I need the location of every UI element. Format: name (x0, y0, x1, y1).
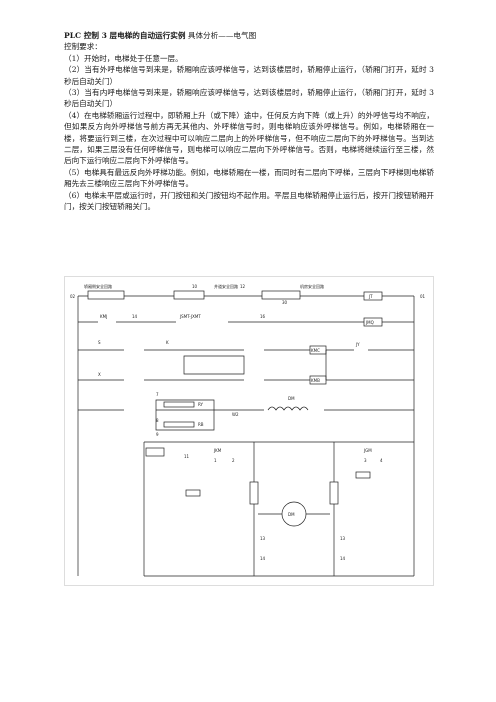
label-well-safety: 井道安全回路 (214, 283, 238, 289)
label-jmq: JMQ (365, 320, 374, 325)
label-n8: 8 (156, 418, 159, 423)
well-safety-block (173, 290, 205, 300)
label-n3: 3 (364, 458, 367, 463)
jmq-coil (363, 317, 383, 327)
label-x: X (98, 372, 101, 377)
label-kmc: KMC (311, 348, 320, 353)
title-rest: 具体分析——电气图 (185, 31, 257, 40)
room-safety-block (261, 290, 301, 300)
motor-branches (253, 442, 335, 576)
label-n02: 02 (70, 294, 76, 299)
requirement-item-4: （4）在电梯轿厢运行过程中，即轿厢上升（或下降）途中，任何反方向下降（或上升）的… (64, 110, 434, 166)
document-title: PLC 控制 3 层电梯的自动运行实例 具体分析——电气图 (64, 30, 434, 41)
requirement-item-6: （6）电梯未平层或运行时，开门按钮和关门按钮均不起作用。平层且电梯轿厢停止运行后… (64, 190, 434, 212)
door-frame (143, 441, 414, 577)
label-car-safety: 轿厢侧安全回路 (84, 283, 112, 289)
label-kmb: KMB (311, 378, 320, 383)
title-bold: PLC 控制 3 层电梯的自动运行实例 (64, 31, 186, 40)
label-kmj: KMJ (100, 314, 107, 319)
label-n1: 1 (214, 458, 217, 463)
rails (77, 296, 415, 576)
interlock-box (183, 355, 245, 375)
label-n10: 10 (192, 284, 198, 289)
label-n30: 30 (282, 300, 288, 305)
label-n13b: 13 (340, 536, 346, 541)
requirement-item-1: （1）开始时，电梯处于任意一层。 (64, 53, 183, 63)
label-n14c: 14 (340, 556, 346, 561)
label-jmt: JSMT-JXMT (179, 314, 201, 319)
jt-coil (363, 291, 383, 301)
right-switch (355, 471, 371, 479)
label-n11: 11 (184, 454, 190, 459)
label-jt: JT (368, 294, 373, 299)
label-jgm: JGM (363, 448, 372, 453)
label-s: S (98, 340, 101, 345)
label-room-safety: 机房安全回路 (300, 283, 324, 289)
label-jkm: JKM (213, 448, 222, 453)
label-n13: 13 (260, 536, 266, 541)
label-n16: 16 (260, 314, 266, 319)
requirement-item-2: （2）当有外呼电梯信号到来是，轿厢响应该呼梯信号，达到该楼层时，轿厢停止运行，（… (64, 65, 434, 86)
label-k: K (166, 340, 169, 345)
ry-resistor (163, 401, 195, 408)
label-n7: 7 (156, 392, 159, 397)
label-w2: W2 (232, 412, 239, 417)
requirement-item-3: （3）当有内呼电梯信号到来是，轿厢响应该呼梯信号，达到该楼层时，轿厢停止运行，（… (64, 88, 434, 109)
label-dm-motor: DM (288, 512, 295, 517)
requirements-heading: 控制要求： (64, 42, 102, 52)
resistor-box (155, 399, 215, 431)
left-resistor (249, 481, 259, 505)
label-dm: DM (288, 396, 295, 401)
label-rb: RB (198, 422, 204, 427)
label-jy: JY (355, 342, 360, 347)
label-n4: 4 (380, 458, 383, 463)
label-ry: RY (198, 402, 204, 407)
label-n12: 12 (240, 284, 246, 289)
label-n01: 01 (420, 294, 426, 299)
label-n2: 2 (232, 458, 235, 463)
dm-inductor (267, 406, 309, 411)
electrical-diagram: 轿厢侧安全回路 井道安全回路 机房安全回路 02 01 JT 10 12 30 … (64, 276, 434, 586)
rb-resistor (163, 421, 195, 428)
label-n9: 9 (156, 432, 159, 437)
circuit-svg: 轿厢侧安全回路 井道安全回路 机房安全回路 02 01 JT 10 12 30 … (64, 276, 434, 586)
document-text: PLC 控制 3 层电梯的自动运行实例 具体分析——电气图 控制要求： （1）开… (64, 30, 434, 213)
door-motor (281, 501, 307, 527)
right-resistor (329, 481, 339, 505)
rm-resistor (145, 447, 165, 457)
label-n14b: 14 (260, 556, 266, 561)
car-safety-block (87, 290, 125, 300)
label-n14: 14 (132, 314, 138, 319)
requirement-item-5: （5）电梯具有最远反向外呼梯功能。例如，电梯轿厢在一楼，而同时有二层向下呼梯，三… (64, 167, 434, 189)
left-switch (185, 489, 201, 497)
